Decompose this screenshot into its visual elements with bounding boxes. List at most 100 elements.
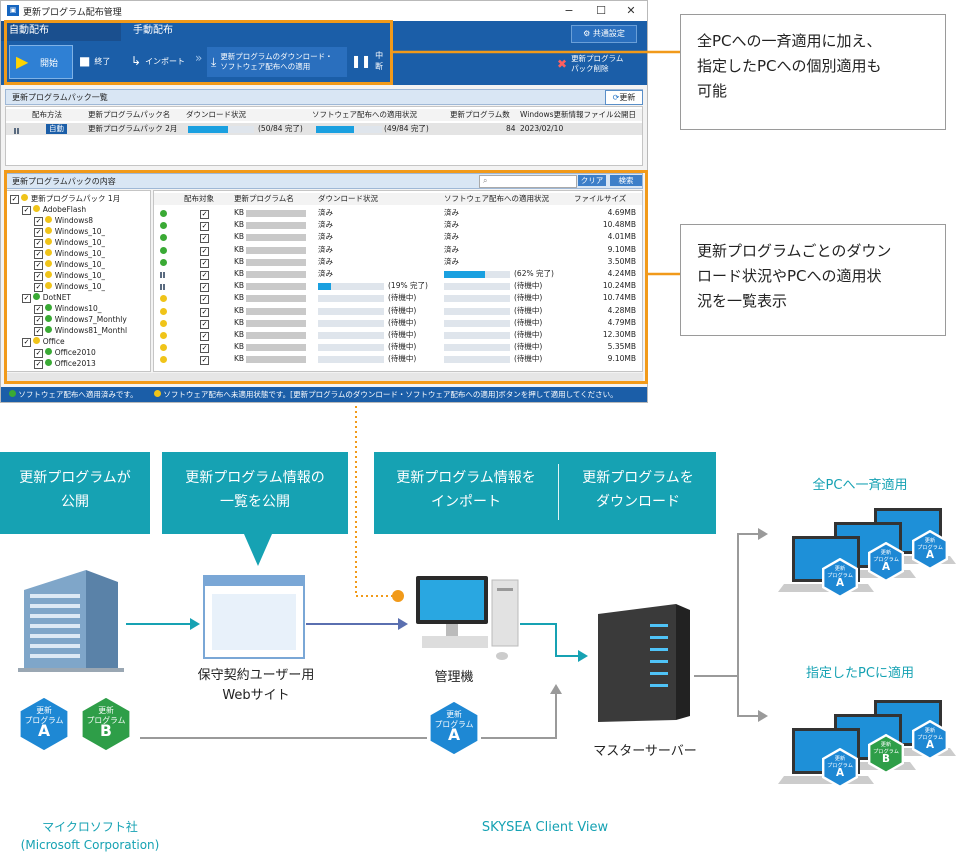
row-checkbox[interactable]: ✓ bbox=[200, 258, 209, 268]
pack-tree[interactable]: ✓ 更新プログラムパック 1月✓ AdobeFlash✓ Windows8✓ W… bbox=[5, 190, 151, 372]
col-date[interactable]: Windows更新情報ファイル公開日 bbox=[520, 110, 636, 119]
tree-checkbox[interactable]: ✓ bbox=[34, 360, 43, 369]
tree-checkbox[interactable]: ✓ bbox=[34, 217, 43, 226]
tree-node[interactable]: ✓ Windows_10_ bbox=[6, 259, 150, 271]
table-row[interactable]: ✓KB(待機中)(待機中)4.79MB bbox=[154, 317, 642, 329]
progress-bar bbox=[318, 356, 384, 364]
update-name: KB bbox=[234, 317, 245, 327]
column-header[interactable]: 配布対象 bbox=[184, 194, 214, 203]
tree-checkbox[interactable]: ✓ bbox=[34, 283, 43, 292]
row-checkbox[interactable]: ✓ bbox=[200, 295, 209, 305]
tree-node-label: AdobeFlash bbox=[40, 205, 87, 214]
tree-node[interactable]: ✓ Office2010 bbox=[6, 347, 150, 359]
tree-checkbox[interactable]: ✓ bbox=[34, 327, 43, 336]
table-row[interactable]: ✓KB(待機中)(待機中)5.35MB bbox=[154, 341, 642, 354]
tree-checkbox[interactable]: ✓ bbox=[22, 338, 31, 347]
pause-button[interactable]: ❚❚中断 bbox=[351, 47, 391, 75]
tree-node[interactable]: ✓ Windows_10_ bbox=[6, 248, 150, 260]
update-program-badge: 更新 プログラム B bbox=[76, 693, 136, 755]
end-button[interactable]: ■終了 bbox=[79, 47, 119, 75]
clear-button[interactable]: クリア bbox=[578, 175, 606, 186]
col-apply[interactable]: ソフトウェア配布への適用状況 bbox=[312, 110, 417, 119]
tree-node[interactable]: ✓ DotNET bbox=[6, 292, 150, 304]
gear-icon: ⚙ bbox=[583, 29, 593, 38]
tree-node[interactable]: ✓ Windows_10_ bbox=[6, 281, 150, 293]
import-button[interactable]: ↳インポート bbox=[131, 47, 193, 75]
tree-node[interactable]: ✓ Office2013 bbox=[6, 358, 150, 370]
col-download[interactable]: ダウンロード状況 bbox=[186, 110, 246, 119]
tree-checkbox[interactable]: ✓ bbox=[34, 228, 43, 237]
col-method[interactable]: 配布方法 bbox=[32, 110, 62, 119]
row-checkbox[interactable]: ✓ bbox=[200, 234, 209, 244]
tab-manual-distribution[interactable]: 手動配布 bbox=[133, 25, 173, 36]
table-row[interactable]: 自動 更新プログラムパック 2月 (50/84 完了) (49/84 完了) 8… bbox=[6, 123, 642, 135]
tree-node[interactable]: ✓ 更新プログラムパック 1月 bbox=[6, 193, 150, 205]
tree-node[interactable]: ✓ Windows81_Monthl bbox=[6, 325, 150, 337]
row-checkbox[interactable]: ✓ bbox=[200, 283, 209, 293]
tree-node[interactable]: ✓ Windows_10_ bbox=[6, 270, 150, 282]
table-row[interactable]: ✓KB(19% 完了)(待機中)10.24MB bbox=[154, 280, 642, 293]
table-row[interactable]: ✓KB(待機中)(待機中)4.28MB bbox=[154, 305, 642, 317]
row-checkbox[interactable]: ✓ bbox=[200, 210, 209, 219]
row-checkbox[interactable]: ✓ bbox=[200, 222, 209, 232]
tree-checkbox[interactable]: ✓ bbox=[10, 195, 19, 204]
tree-checkbox[interactable]: ✓ bbox=[22, 206, 31, 215]
search-button[interactable]: 検索 bbox=[610, 175, 642, 186]
tree-checkbox[interactable]: ✓ bbox=[34, 261, 43, 270]
horizontal-scrollbar[interactable] bbox=[5, 373, 643, 381]
tree-checkbox[interactable]: ✓ bbox=[34, 305, 43, 314]
update-program-badge: 更新 プログラム A bbox=[910, 529, 950, 571]
status-text: (待機中) bbox=[388, 293, 417, 303]
tree-node[interactable]: ✓ Office bbox=[6, 336, 150, 348]
tree-node[interactable]: ✓ Windows10_ bbox=[6, 303, 150, 315]
table-row[interactable]: ✓KB(待機中)(待機中)12.30MB bbox=[154, 329, 642, 341]
tree-checkbox[interactable]: ✓ bbox=[22, 294, 31, 303]
tree-checkbox[interactable]: ✓ bbox=[34, 316, 43, 325]
table-row[interactable]: ✓KB(待機中)(待機中)10.74MB bbox=[154, 292, 642, 305]
status-text: 済み bbox=[444, 244, 459, 254]
tree-node[interactable]: ✓ Windows7_Monthly bbox=[6, 314, 150, 326]
pause-icon: ❚❚ bbox=[351, 53, 372, 68]
start-button[interactable]: ▶ 開始 bbox=[9, 45, 73, 79]
tree-checkbox[interactable]: ✓ bbox=[34, 250, 43, 259]
column-header[interactable]: 更新プログラム名 bbox=[234, 194, 294, 203]
common-settings-button[interactable]: ⚙ 共通設定 bbox=[571, 25, 637, 43]
column-header[interactable]: ファイルサイズ bbox=[574, 194, 627, 203]
refresh-button[interactable]: ⟳更新 bbox=[605, 90, 643, 105]
tree-node[interactable]: ✓ Windows_10_ bbox=[6, 237, 150, 249]
row-checkbox[interactable]: ✓ bbox=[200, 344, 209, 354]
maximize-button[interactable]: ☐ bbox=[596, 4, 606, 17]
delete-pack-button[interactable]: ✖更新プログラム パック削除 bbox=[557, 51, 645, 77]
row-checkbox[interactable]: ✓ bbox=[200, 271, 209, 280]
tree-checkbox[interactable]: ✓ bbox=[34, 349, 43, 358]
col-pack-name[interactable]: 更新プログラムパック名 bbox=[88, 110, 171, 119]
pack-list-title: 更新プログラムパック一覧 bbox=[12, 93, 108, 102]
column-header[interactable]: ソフトウェア配布への適用状況 bbox=[444, 194, 549, 203]
row-checkbox[interactable]: ✓ bbox=[200, 319, 209, 329]
tree-node[interactable]: ✓ Windows8 bbox=[6, 215, 150, 227]
row-checkbox[interactable]: ✓ bbox=[200, 246, 209, 256]
row-checkbox[interactable]: ✓ bbox=[200, 332, 209, 341]
download-apply-label: 更新プログラムのダウンロード・ ソフトウェア配布への適用 bbox=[220, 52, 333, 71]
download-apply-button[interactable]: ⤓更新プログラムのダウンロード・ ソフトウェア配布への適用 bbox=[207, 47, 347, 77]
search-input[interactable]: ⌕ bbox=[479, 175, 577, 188]
tree-checkbox[interactable]: ✓ bbox=[34, 239, 43, 248]
close-button[interactable]: ✕ bbox=[626, 4, 636, 17]
col-count[interactable]: 更新プログラム数 bbox=[450, 110, 510, 119]
apply-progress-bar bbox=[316, 126, 382, 133]
tab-auto-distribution[interactable]: 自動配布 bbox=[1, 21, 121, 41]
tree-checkbox[interactable]: ✓ bbox=[34, 272, 43, 281]
tree-node[interactable]: ✓ Windows_10_ bbox=[6, 226, 150, 238]
row-checkbox[interactable]: ✓ bbox=[200, 307, 209, 317]
row-checkbox[interactable]: ✓ bbox=[200, 356, 209, 366]
table-row[interactable]: ✓KB(待機中)(待機中)9.10MB bbox=[154, 353, 642, 366]
minimize-button[interactable]: − bbox=[564, 4, 574, 17]
tree-node[interactable]: ✓ AdobeFlash bbox=[6, 204, 150, 216]
column-header[interactable]: ダウンロード状況 bbox=[318, 194, 378, 203]
